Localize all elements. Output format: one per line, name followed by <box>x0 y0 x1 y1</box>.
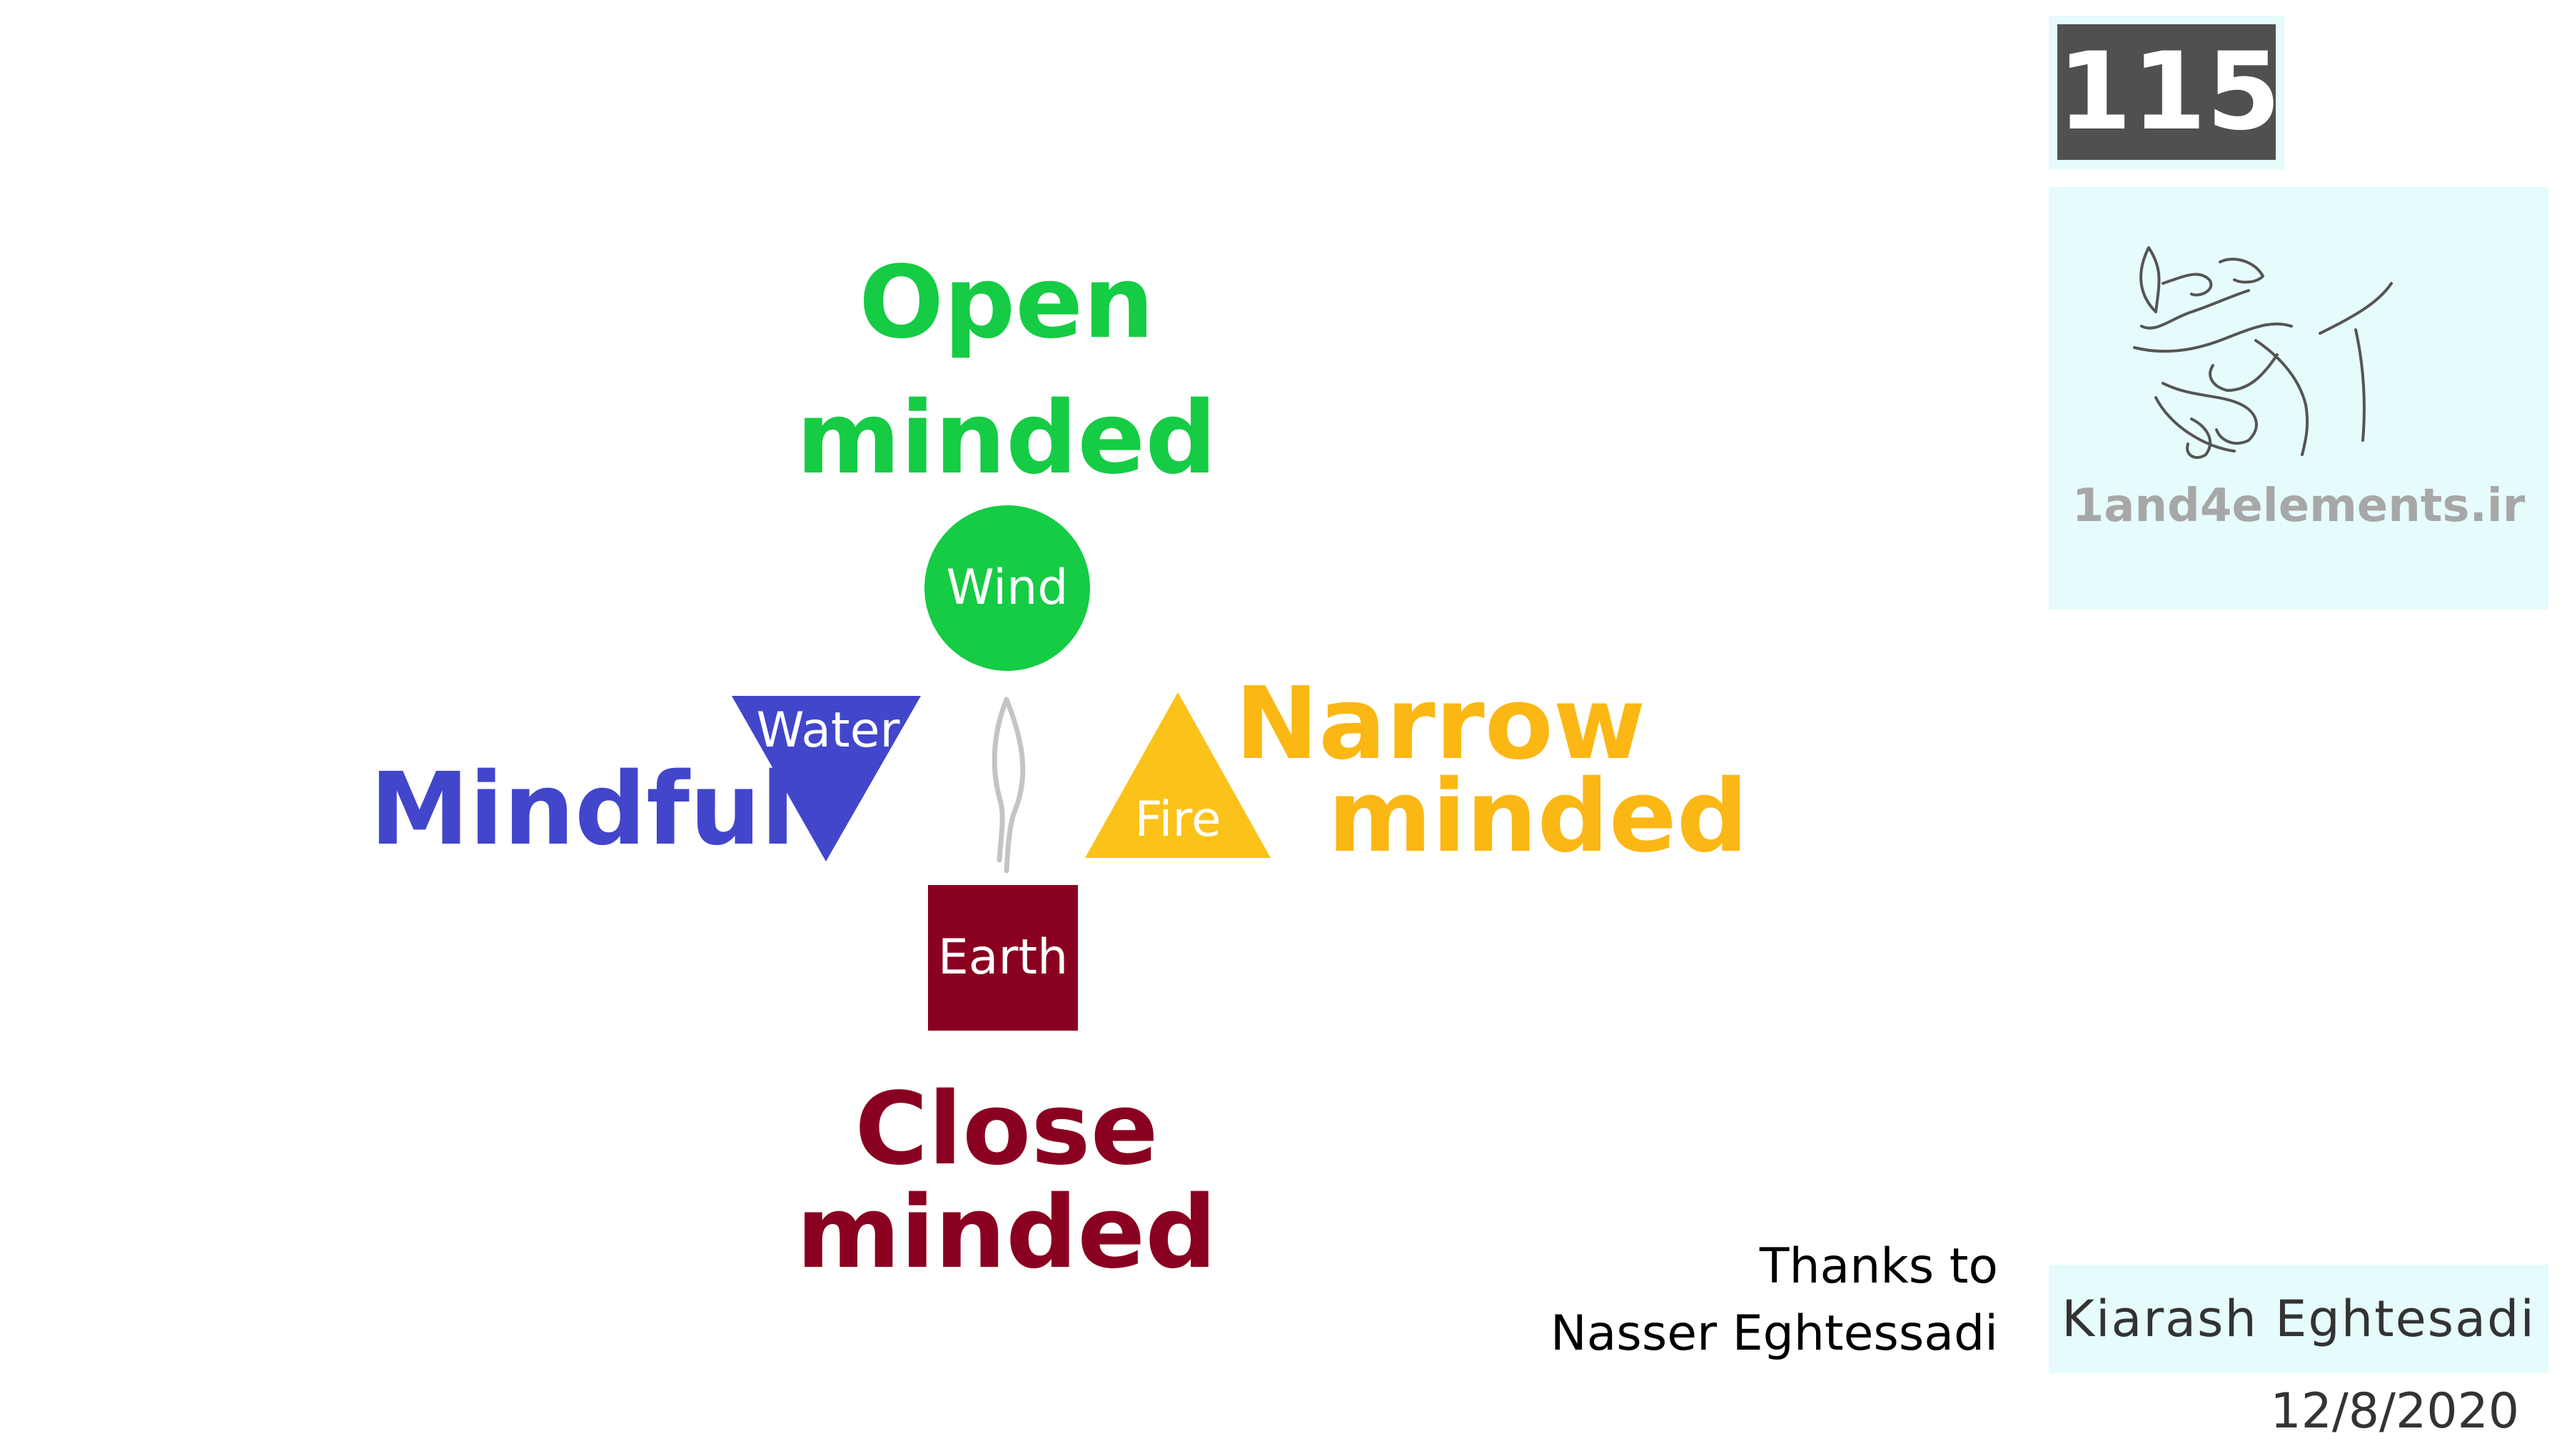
water-label: Water <box>756 702 900 759</box>
open-minded-line-2: minded <box>796 380 1217 497</box>
brand-panel: 1and4elements.ir <box>2049 187 2548 610</box>
earth-square: Earth <box>928 885 1078 1031</box>
flame-outline-icon <box>992 697 1026 874</box>
fire-triangle <box>1085 692 1271 858</box>
wind-label: Wind <box>946 560 1069 616</box>
page-number-box: 115 <box>2049 16 2284 169</box>
date-label: 12/8/2020 <box>2270 1383 2519 1440</box>
close-minded-label: Close minded <box>785 1078 1228 1285</box>
narrow-minded-line-2: minded <box>1328 759 1748 875</box>
fire-label: Fire <box>1134 792 1221 848</box>
page-number: 115 <box>2057 24 2281 160</box>
author-name: Kiarash Eghtesadi <box>2062 1290 2536 1348</box>
close-minded-line-1: Close <box>854 1071 1159 1188</box>
thanks-line-2: Nasser Eghtessadi <box>1550 1305 1998 1362</box>
calligraphy-logo <box>2133 246 2393 459</box>
open-minded-label: Open minded <box>785 236 1228 507</box>
wind-circle: Wind <box>924 505 1090 671</box>
thanks-note: Thanks to Nasser Eghtessadi <box>1550 1233 1998 1367</box>
website-label: 1and4elements.ir <box>2072 480 2526 532</box>
earth-label: Earth <box>937 929 1069 986</box>
narrow-minded-line-1: Narrow <box>1235 666 1646 782</box>
author-box: Kiarash Eghtesadi <box>2049 1265 2548 1373</box>
mindful-label: Mindful <box>370 752 795 868</box>
thanks-line-1: Thanks to <box>1759 1238 1998 1295</box>
close-minded-line-2: minded <box>796 1175 1217 1291</box>
open-minded-line-1: Open <box>859 245 1154 361</box>
water-triangle <box>732 696 921 861</box>
